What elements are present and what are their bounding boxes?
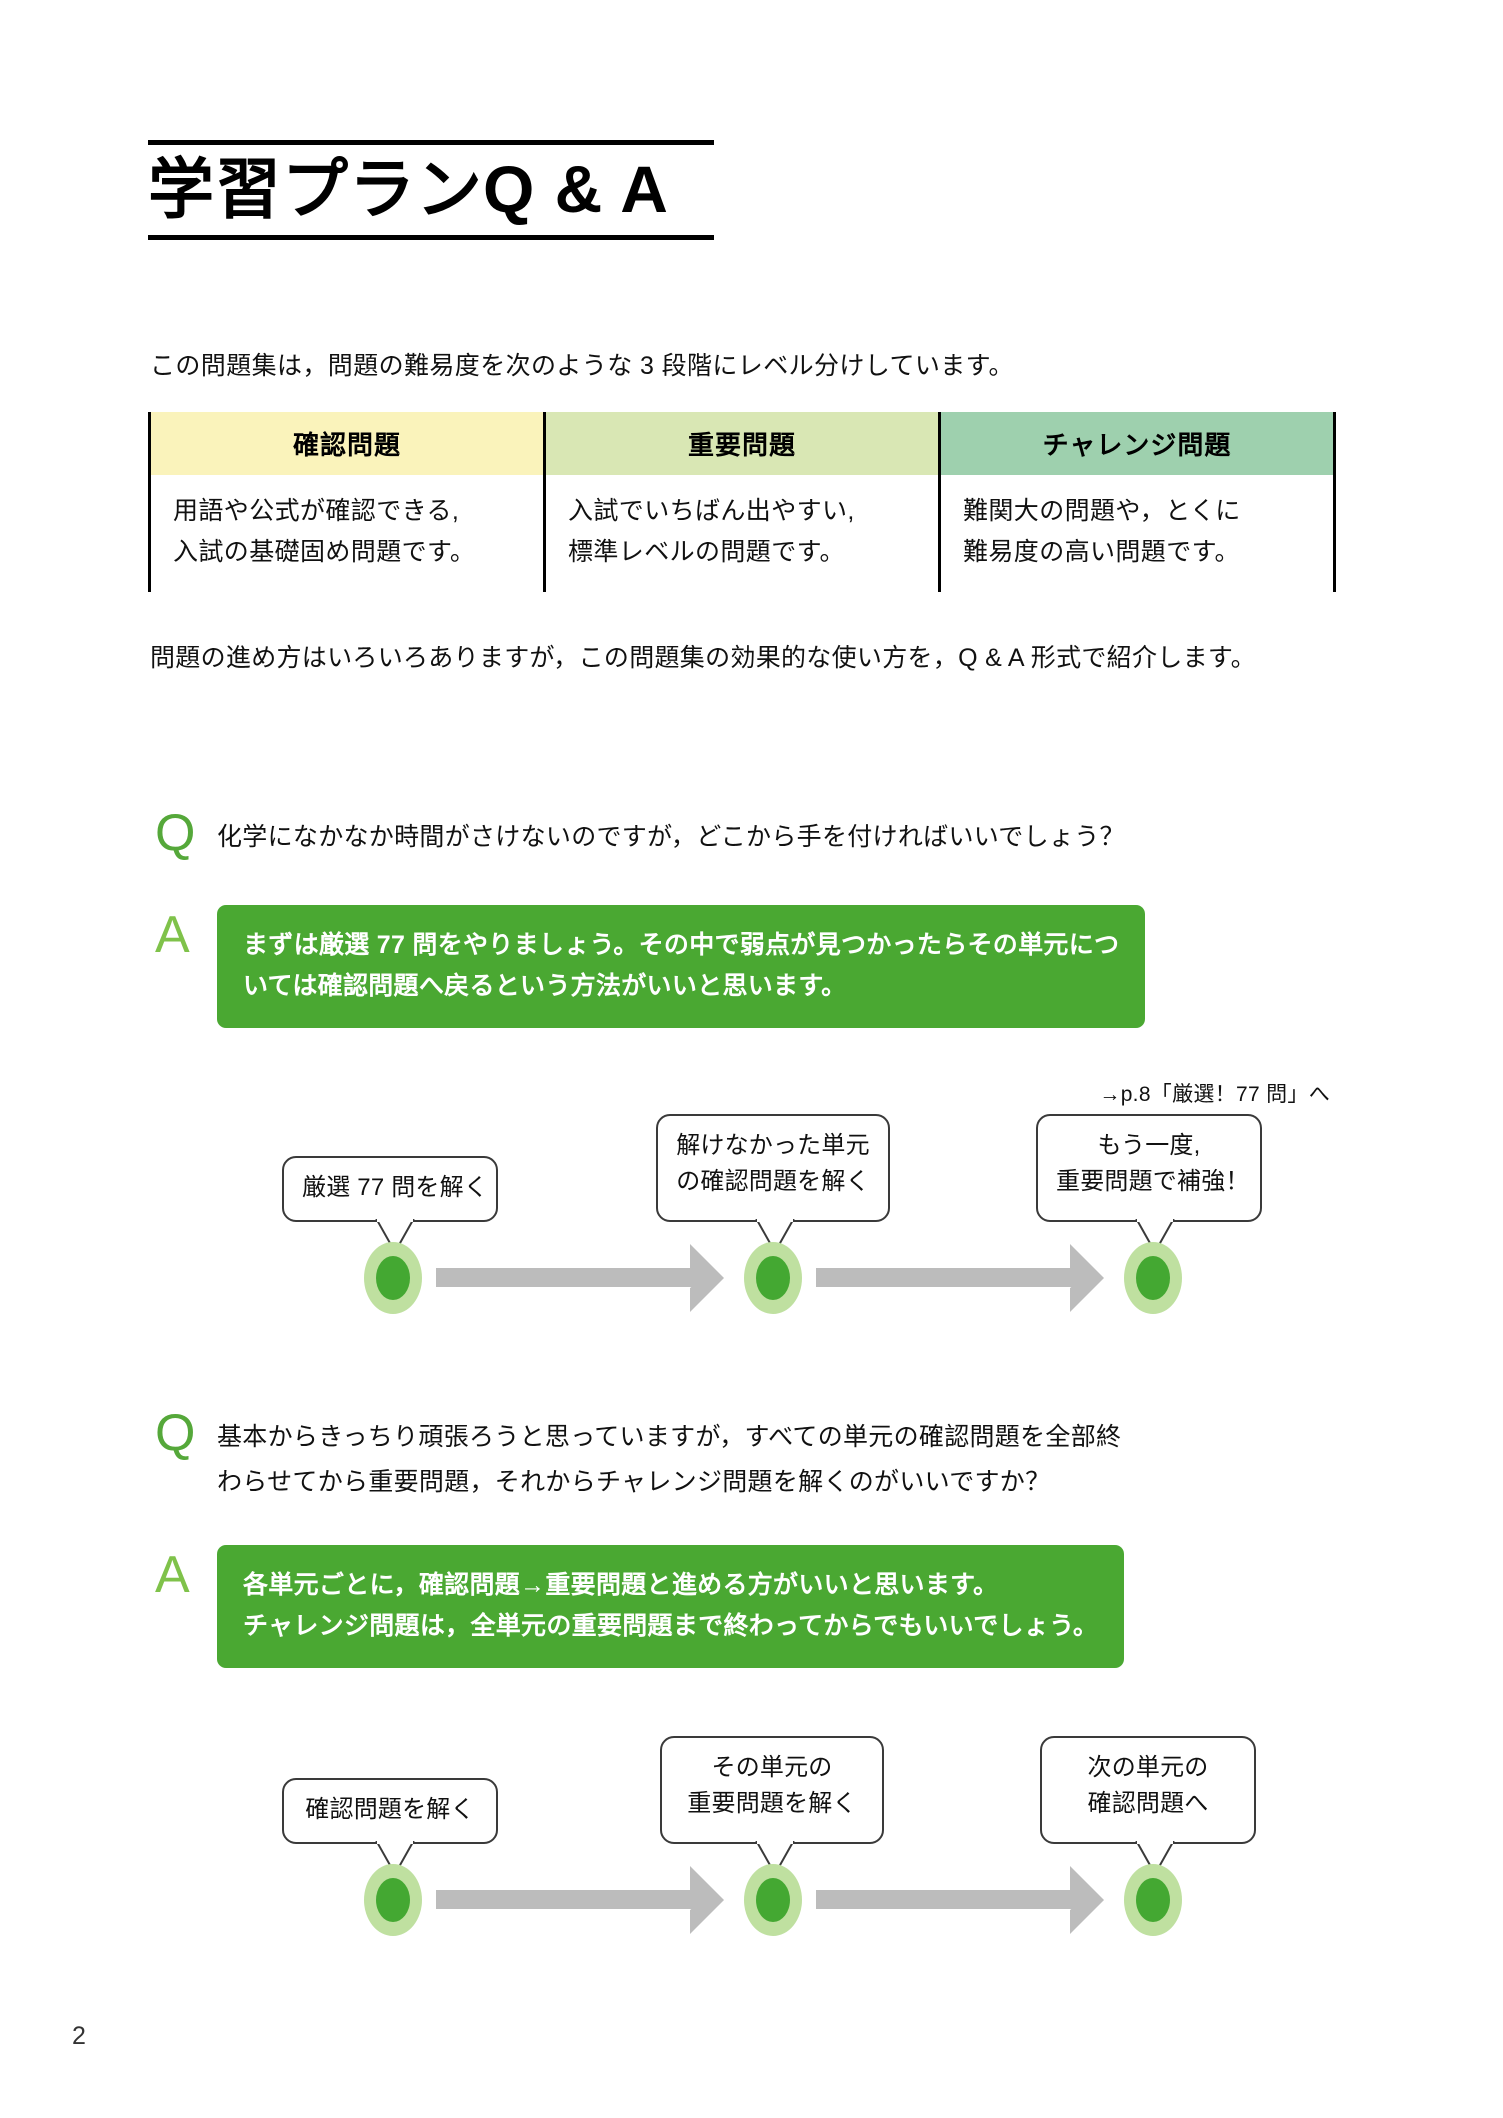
level-body-line: 難易度の高い問題です。: [963, 537, 1240, 566]
answer-line: まずは厳選 77 問をやりましょう。その中で弱点が見つかったらその単元につ: [243, 931, 1120, 959]
flow-callout-tail-1: [375, 1219, 415, 1253]
flow-diagram-2: 確認問題を解く その単元の 重要問題を解く 次の単元の 確認問題へ: [0, 1736, 1503, 1960]
level-body-line: 入試でいちばん出やすい,: [568, 497, 855, 525]
page-title-block: 学習プランQ & A: [148, 140, 714, 240]
question-line: わらせてから重要問題，それからチャレンジ問題を解くのがいいですか？: [217, 1467, 1051, 1496]
flow-arrow-head-4: [1070, 1866, 1104, 1934]
title-rule-bottom: [148, 234, 714, 240]
flow-node-dot: [376, 1256, 410, 1300]
answer-box: まずは厳選 77 問をやりましょう。その中で弱点が見つかったらその単元につ いて…: [217, 905, 1146, 1028]
level-body-challenge: 難関大の問題や，とくに 難易度の高い問題です。: [941, 475, 1333, 592]
flow-arrow-head-1: [690, 1244, 724, 1312]
flow-callout-line: 解けなかった単元: [676, 1132, 870, 1159]
flow-callout-line: 次の単元の: [1087, 1754, 1209, 1781]
flow-callout-line: 重要問題で補強！: [1056, 1168, 1250, 1196]
question-line: 基本からきっちり頑張ろうと思っていますが，すべての単元の確認問題を全部終: [217, 1423, 1122, 1451]
flow-arrow-shaft-3: [436, 1890, 712, 1909]
intro-paragraph: この問題集は，問題の難易度を次のような 3 段階にレベル分けしています。: [150, 352, 1014, 380]
flow-node-3: [1124, 1242, 1182, 1314]
flow-arrow-shaft-4: [816, 1890, 1092, 1909]
title-rule-top: [148, 140, 714, 145]
flow-callout-line: 厳選 77 問を解く: [302, 1174, 489, 1201]
flow-callout-line: の確認問題を解く: [676, 1168, 870, 1196]
answer-line: いては確認問題へ戻るという方法がいいと思います。: [243, 971, 847, 1000]
question-marker: Q: [155, 1404, 196, 1462]
flow-arrow-shaft-1: [436, 1268, 712, 1287]
reference-link-1[interactable]: →p.8「厳選！77 問」へ: [1099, 1083, 1330, 1106]
level-column-important: 重要問題 入試でいちばん出やすい, 標準レベルの問題です。: [543, 412, 938, 592]
level-header-important: 重要問題: [546, 412, 938, 475]
level-body-line: 難関大の問題や，とくに: [963, 497, 1241, 525]
answer-marker: A: [155, 1546, 190, 1604]
flow-callout-tail-6: [1135, 1841, 1175, 1875]
question-text: 基本からきっちり頑張ろうと思っていますが，すべての単元の確認問題を全部終 わらせ…: [207, 1415, 1365, 1504]
flow-callout-tail-5: [755, 1841, 795, 1875]
flow-node-dot: [756, 1878, 790, 1922]
flow-callout-line: 重要問題を解く: [687, 1790, 857, 1818]
flow-node-dot: [1136, 1878, 1170, 1922]
usage-paragraph: 問題の進め方はいろいろありますが，この問題集の効果的な使い方を，Q & A 形式…: [150, 644, 1256, 672]
answer-row-1: A まずは厳選 77 問をやりましょう。その中で弱点が見つかったらその単元につ …: [155, 905, 1146, 1028]
flow-node-6: [1124, 1864, 1182, 1936]
question-row-1: Q 化学になかなか時間がさけないのですが，どこから手を付ければいいでしょう？: [155, 807, 1365, 860]
flow-arrow-shaft-2: [816, 1268, 1092, 1287]
flow-callout-5: その単元の 重要問題を解く: [660, 1736, 884, 1844]
flow-callout-6: 次の単元の 確認問題へ: [1040, 1736, 1256, 1844]
flow-node-4: [364, 1864, 422, 1936]
flow-callout-line: 確認問題へ: [1087, 1790, 1209, 1818]
answer-line: 各単元ごとに，確認問題→重要問題と進める方がいいと思います。: [243, 1571, 999, 1599]
flow-node-dot: [756, 1256, 790, 1300]
flow-callout-line: 確認問題を解く: [305, 1796, 475, 1823]
flow-node-dot: [1136, 1256, 1170, 1300]
question-line: 化学になかなか時間がさけないのですが，どこから手を付ければいいでしょう？: [217, 823, 1125, 851]
flow-callout-3: もう一度, 重要問題で補強！: [1036, 1114, 1262, 1222]
flow-callout-2: 解けなかった単元 の確認問題を解く: [656, 1114, 890, 1222]
flow-callout-tail-2: [755, 1219, 795, 1253]
level-body-line: 用語や公式が確認できる,: [173, 497, 460, 525]
flow-callout-4: 確認問題を解く: [282, 1778, 498, 1844]
level-column-confirm: 確認問題 用語や公式が確認できる, 入試の基礎固め問題です。: [151, 412, 543, 592]
level-body-line: 標準レベルの問題です。: [568, 537, 845, 566]
flow-callout-line: もう一度,: [1097, 1132, 1201, 1159]
answer-line: チャレンジ問題は，全単元の重要問題まで終わってからでもいいでしょう。: [243, 1611, 1099, 1640]
level-column-challenge: チャレンジ問題 難関大の問題や，とくに 難易度の高い問題です。: [938, 412, 1333, 592]
flow-callout-1: 厳選 77 問を解く: [282, 1156, 498, 1222]
level-body-important: 入試でいちばん出やすい, 標準レベルの問題です。: [546, 475, 938, 592]
answer-box: 各単元ごとに，確認問題→重要問題と進める方がいいと思います。 チャレンジ問題は，…: [217, 1545, 1125, 1668]
level-header-challenge: チャレンジ問題: [941, 412, 1333, 475]
flow-diagram-1: 厳選 77 問を解く 解けなかった単元 の確認問題を解く もう一度, 重要問題で…: [0, 1114, 1503, 1338]
flow-node-1: [364, 1242, 422, 1314]
page-title: 学習プランQ & A: [148, 152, 669, 226]
level-header-confirm: 確認問題: [151, 412, 543, 475]
answer-row-2: A 各単元ごとに，確認問題→重要問題と進める方がいいと思います。 チャレンジ問題…: [155, 1545, 1125, 1668]
question-row-2: Q 基本からきっちり頑張ろうと思っていますが，すべての単元の確認問題を全部終 わ…: [155, 1407, 1365, 1504]
question-marker: Q: [155, 804, 196, 862]
flow-callout-tail-3: [1135, 1219, 1175, 1253]
difficulty-level-table: 確認問題 用語や公式が確認できる, 入試の基礎固め問題です。 重要問題 入試でい…: [148, 412, 1336, 592]
page-number: 2: [72, 2022, 86, 2050]
flow-node-5: [744, 1864, 802, 1936]
question-text: 化学になかなか時間がさけないのですが，どこから手を付ければいいでしょう？: [207, 815, 1365, 860]
flow-callout-line: その単元の: [711, 1754, 833, 1781]
flow-node-dot: [376, 1878, 410, 1922]
level-body-confirm: 用語や公式が確認できる, 入試の基礎固め問題です。: [151, 475, 543, 592]
flow-callout-tail-4: [375, 1841, 415, 1875]
flow-arrow-head-3: [690, 1866, 724, 1934]
level-body-line: 入試の基礎固め問題です。: [173, 537, 476, 566]
flow-arrow-head-2: [1070, 1244, 1104, 1312]
answer-marker: A: [155, 906, 190, 964]
flow-node-2: [744, 1242, 802, 1314]
